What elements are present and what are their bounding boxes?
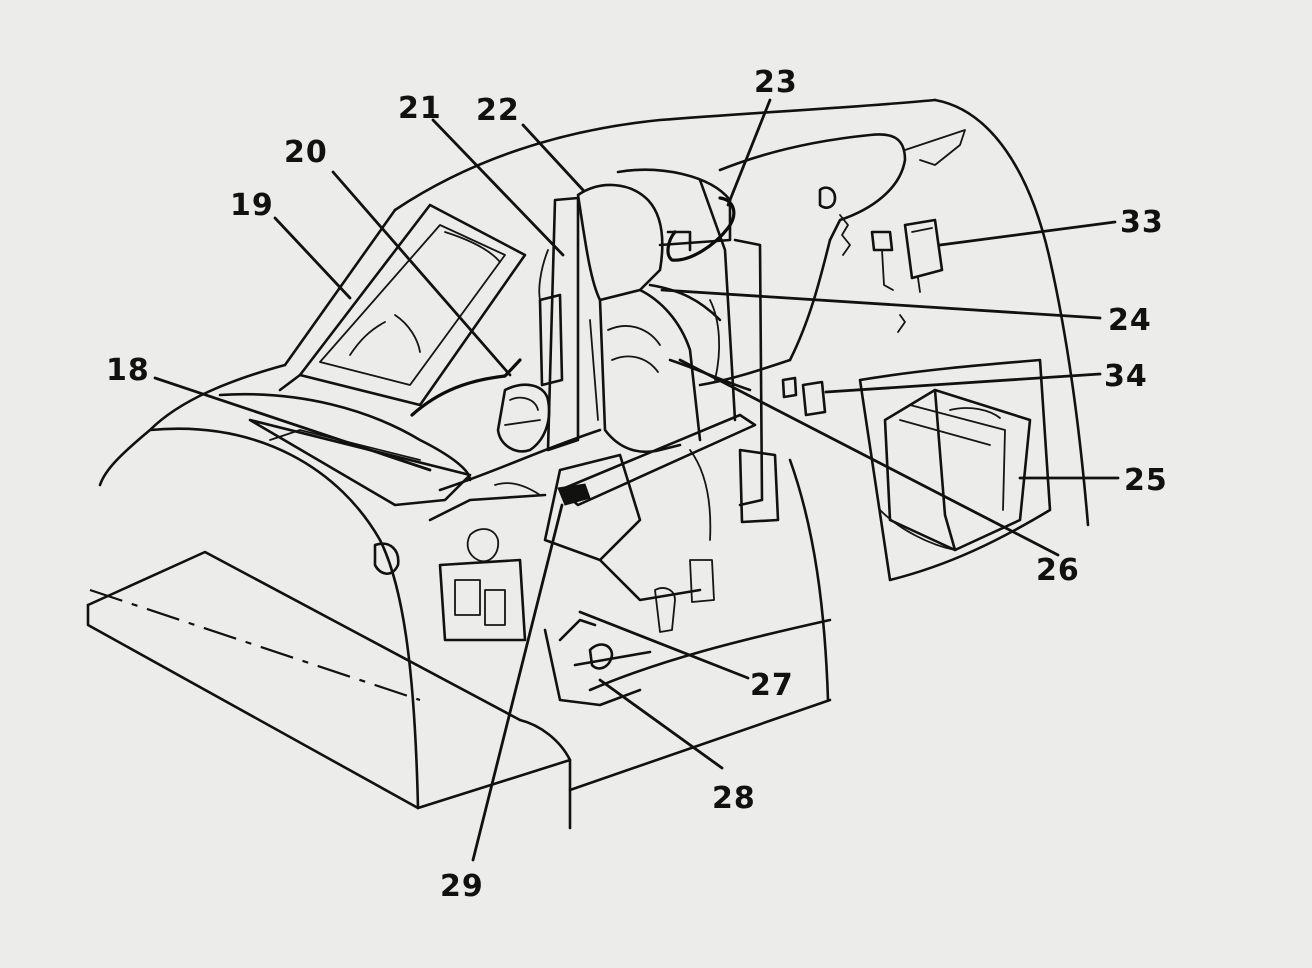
callout-22: 22: [476, 93, 520, 128]
crossbar: [494, 413, 757, 507]
connectors: [781, 376, 827, 417]
leader-23: [726, 98, 772, 207]
callout-34: 34: [1104, 359, 1148, 394]
leader-33: [938, 220, 1117, 247]
callout-labels: 18 19 20 21 22 23 24 25 26 27 28 29 33 3…: [106, 65, 1168, 904]
callout-33: 33: [1120, 205, 1164, 240]
leader-lines: [153, 98, 1120, 862]
leader-34: [824, 372, 1102, 394]
relay-box: [870, 218, 944, 333]
leader-29: [471, 503, 564, 862]
control-grip: [496, 383, 551, 453]
leader-21: [431, 118, 565, 257]
callout-23: 23: [754, 65, 798, 100]
callout-26: 26: [1036, 553, 1080, 588]
callout-18: 18: [106, 353, 150, 388]
cockpit-sill: [218, 392, 602, 642]
ejection-seat: [428, 168, 780, 707]
callout-29: 29: [440, 869, 484, 904]
leader-26: [678, 358, 1060, 557]
leader-19: [273, 216, 352, 300]
callout-28: 28: [712, 781, 756, 816]
windshield-frame: [278, 203, 527, 417]
callout-27: 27: [750, 668, 794, 703]
callout-20: 20: [284, 135, 328, 170]
leader-20: [331, 170, 512, 377]
leader-27: [578, 610, 750, 680]
leader-24: [660, 288, 1102, 320]
leader-22: [521, 123, 585, 192]
leader-18: [153, 376, 432, 472]
aft-deck: [698, 129, 966, 387]
callout-19: 19: [230, 188, 274, 223]
fuselage-outline: [86, 98, 1090, 830]
leader-28: [598, 678, 724, 770]
callout-24: 24: [1108, 303, 1152, 338]
callout-21: 21: [398, 91, 442, 126]
battery-box: [858, 358, 1052, 582]
callout-25: 25: [1124, 463, 1168, 498]
headrest-cable: [666, 196, 736, 262]
